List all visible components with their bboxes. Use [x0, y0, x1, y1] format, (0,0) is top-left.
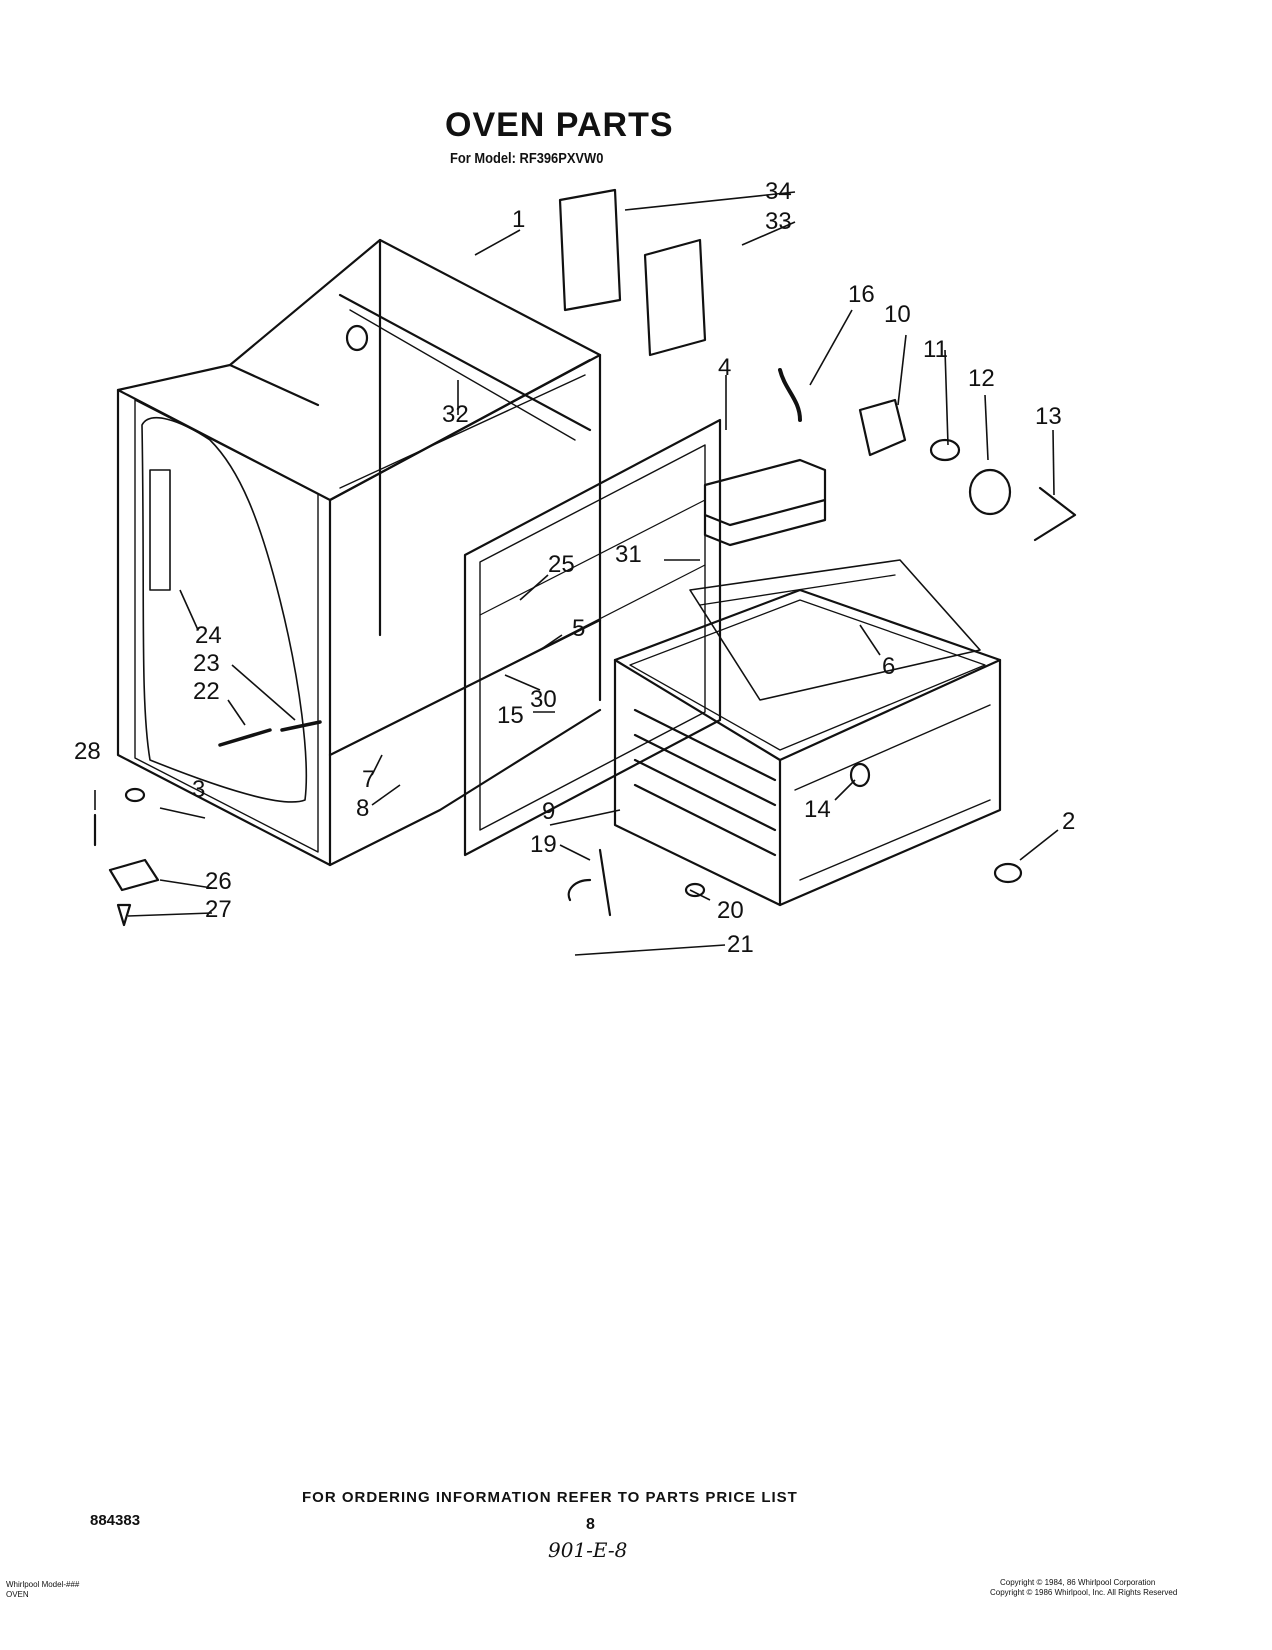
callout-14: 14: [804, 796, 831, 823]
callout-20: 20: [717, 897, 744, 924]
callout-13: 13: [1035, 403, 1062, 430]
callout-33: 33: [765, 208, 792, 235]
callout-31: 31: [615, 541, 642, 568]
callout-8: 8: [356, 795, 370, 822]
callout-32: 32: [442, 401, 469, 428]
callout-34: 34: [765, 178, 792, 205]
callout-25: 25: [548, 551, 575, 578]
callout-30: 30: [530, 686, 557, 713]
document-number: 884383: [90, 1512, 141, 1529]
page-number: 8: [586, 1516, 595, 1533]
callout-16: 16: [848, 281, 875, 308]
callout-2: 2: [1062, 808, 1076, 835]
page-title: OVEN PARTS: [445, 106, 674, 144]
callout-11: 11: [923, 336, 948, 363]
callout-21: 21: [727, 931, 754, 958]
callout-7: 7: [362, 766, 376, 793]
small-print-left-1: Whirlpool Model-###: [6, 1580, 80, 1589]
callout-26: 26: [205, 868, 232, 895]
callout-22: 22: [193, 678, 220, 705]
model-line: For Model: RF396PXVW0: [450, 150, 604, 167]
callout-5: 5: [572, 615, 586, 642]
callout-3: 3: [192, 776, 206, 803]
callout-10: 10: [884, 301, 911, 328]
copyright-line-1: Copyright © 1984, 86 Whirlpool Corporati…: [1000, 1578, 1156, 1587]
callout-9: 9: [542, 798, 556, 825]
callout-1: 1: [512, 206, 526, 233]
handwritten-note: 901-E-8: [548, 1538, 628, 1562]
callout-28: 28: [74, 738, 101, 765]
callout-15: 15: [497, 702, 524, 729]
callout-24: 24: [195, 622, 222, 649]
callout-23: 23: [193, 650, 220, 677]
callout-4: 4: [718, 354, 732, 381]
ordering-note: FOR ORDERING INFORMATION REFER TO PARTS …: [302, 1489, 798, 1506]
copyright-line-2: Copyright © 1986 Whirlpool, Inc. All Rig…: [990, 1588, 1178, 1597]
callout-27: 27: [205, 896, 232, 923]
callout-12: 12: [968, 365, 995, 392]
callout-19: 19: [530, 831, 557, 858]
small-print-left-2: OVEN: [6, 1590, 29, 1599]
callout-6: 6: [882, 653, 896, 680]
